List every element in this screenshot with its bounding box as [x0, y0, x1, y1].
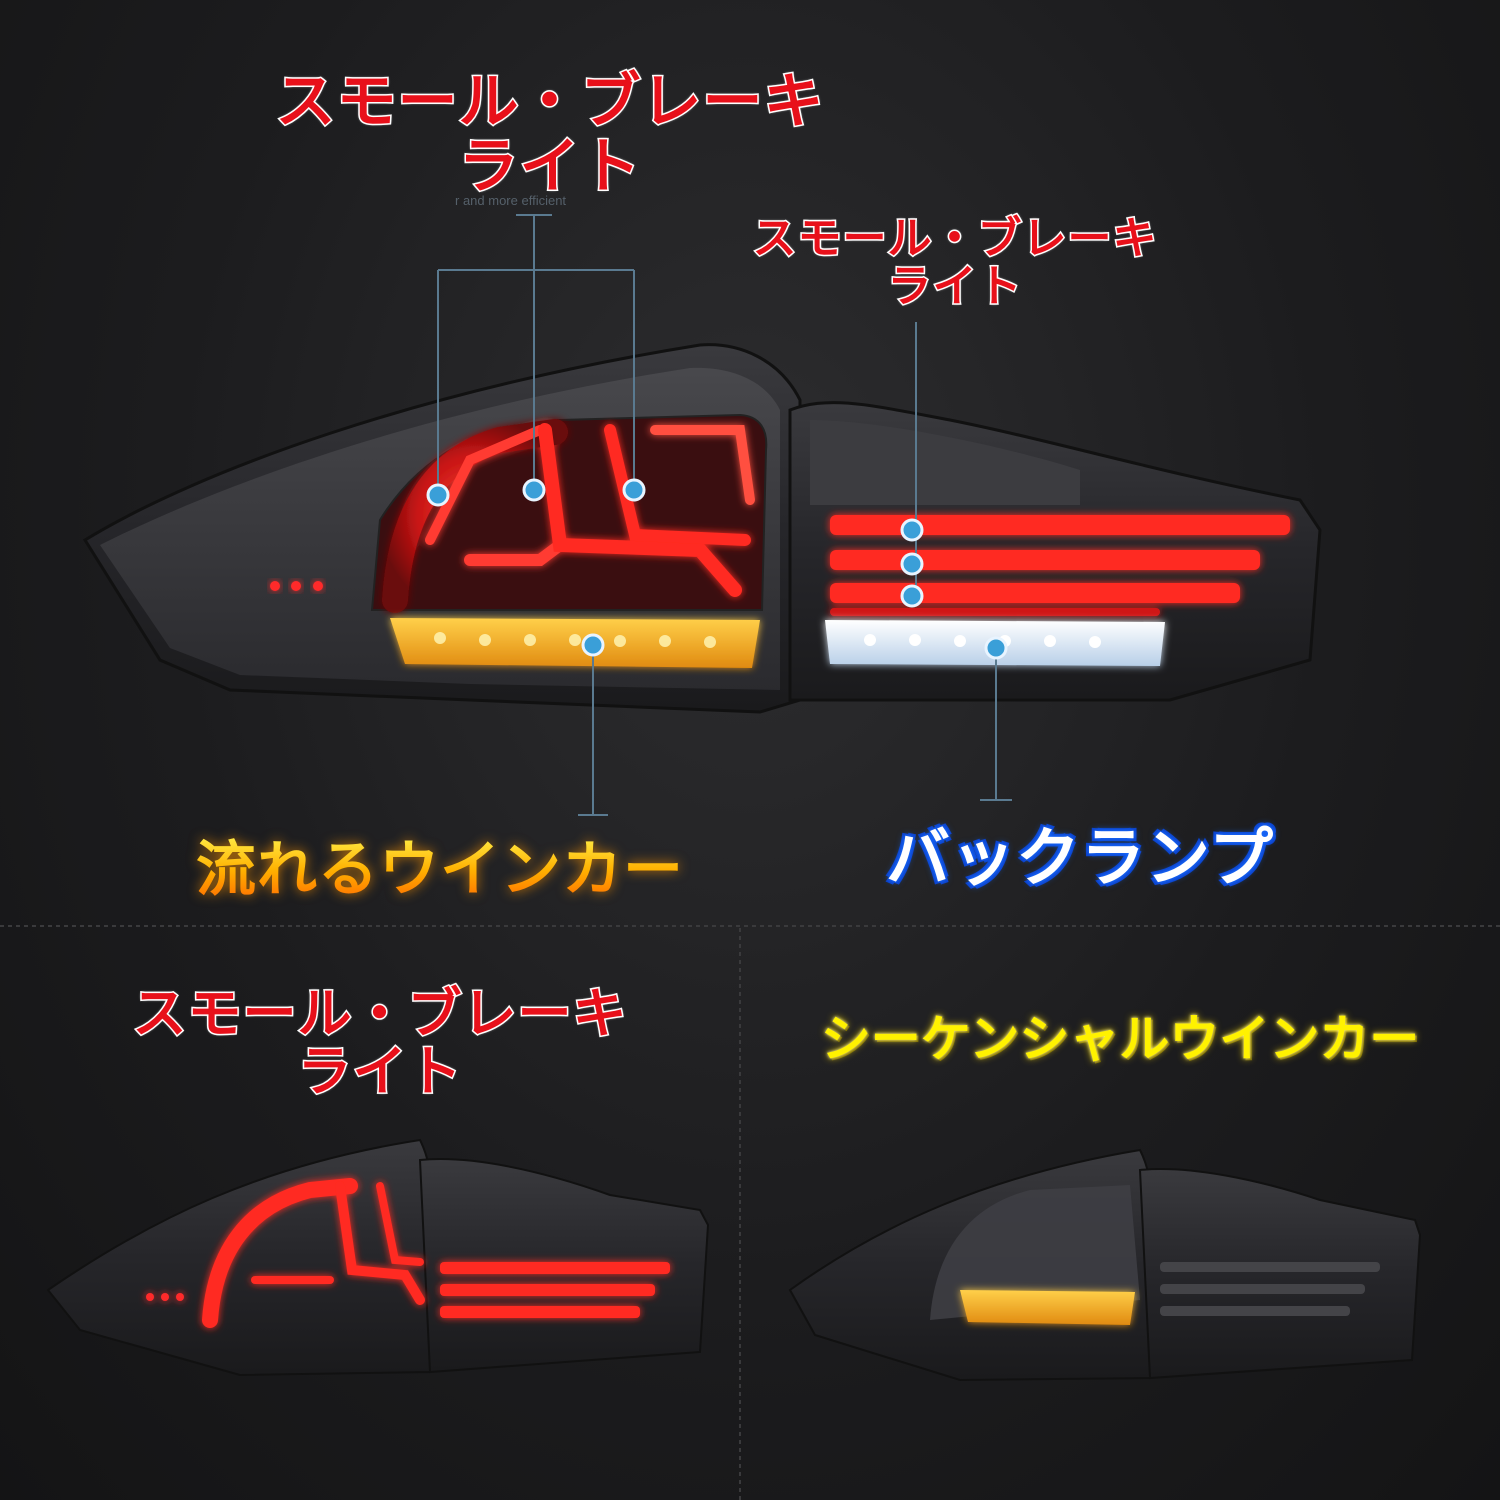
sequential-signal-label: シーケンシャルウインカー: [820, 1010, 1420, 1068]
turn-signal-label: 流れるウインカー: [160, 838, 720, 903]
back-lamp-label: バックランプ: [885, 822, 1275, 896]
bottom-right-taillight: [788, 1148, 1422, 1382]
label-line-2: ライト: [886, 260, 1023, 312]
top-taillight: [82, 214, 1322, 816]
faint-caption: r and more efficient: [455, 193, 567, 208]
label-line-1: スモール・ブレーキ: [131, 982, 628, 1045]
inner-lamp-upper-lens: [810, 420, 1080, 505]
callout-lines: [437, 214, 1012, 816]
top-right-brake-label: スモール・ブレーキ ライト: [730, 213, 1180, 312]
inner-brake-bars: [830, 515, 1290, 616]
turn-signal-leds: [434, 632, 716, 648]
label-line-2: ライト: [296, 1040, 463, 1104]
top-left-brake-label: スモール・ブレーキ ライト: [250, 67, 850, 202]
label-line-1: スモール・ブレーキ: [274, 67, 825, 137]
label-line-2: ライト: [457, 131, 642, 202]
reverse-lamp-leds: [864, 634, 1101, 648]
label-line-1: スモール・ブレーキ: [751, 213, 1158, 264]
bottom-left-taillight: [46, 1138, 710, 1377]
callout-dot-icon: [426, 478, 1008, 660]
brake-light-bars: [382, 419, 755, 613]
bottom-left-brake-label: スモール・ブレーキ ライト: [120, 982, 640, 1104]
